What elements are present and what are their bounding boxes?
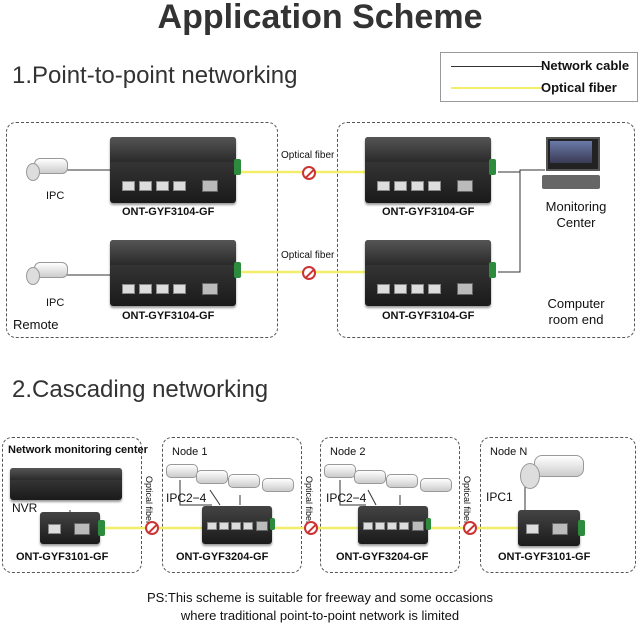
fiber-break-icon [463, 521, 477, 535]
model-3204-node1: ONT-GYF3204-GF [176, 551, 269, 563]
section2-heading: 2.Cascading networking [12, 376, 269, 403]
cable-room2 [498, 169, 545, 273]
note-line2: where traditional point-to-point network… [180, 608, 460, 623]
monitor-computer-icon [542, 137, 602, 193]
network-monitoring-center-label: Network monitoring center [8, 444, 148, 456]
camera-group-icon [166, 462, 296, 496]
note-line1: PS:This scheme is suitable for freeway a… [146, 590, 494, 605]
ont-3204-device-node2 [358, 506, 431, 544]
ont-3101-device-nodeN [518, 510, 585, 546]
optical-fiber-label-1: Optical fiber [281, 150, 335, 161]
ont-device-left-2 [110, 240, 241, 306]
legend-optical-fiber: Optical fiber [541, 80, 617, 95]
device-model-left-1: ONT-GYF3104-GF [122, 206, 215, 218]
camera-group-icon [324, 462, 454, 496]
ont-device-right-1 [365, 137, 496, 203]
fiber-break-icon [302, 266, 316, 280]
ont-3101-device-center [40, 512, 105, 544]
ont-device-right-2 [365, 240, 496, 306]
ipc-label: IPC [46, 297, 65, 309]
device-model-left-2: ONT-GYF3104-GF [122, 310, 215, 322]
node1-box [162, 437, 302, 573]
ont-3204-device-node1 [202, 506, 275, 544]
device-model-right-2: ONT-GYF3104-GF [382, 310, 475, 322]
optical-fiber-label-b: Optical fiber [304, 476, 314, 525]
optical-fiber-label-2: Optical fiber [281, 250, 335, 261]
page-title: Application Scheme [157, 0, 483, 36]
legend-fiber-line [451, 87, 543, 89]
ipc-camera-icon [26, 262, 68, 285]
node1-ipc-label: IPC2−4 [166, 491, 207, 505]
node2-box [320, 437, 460, 573]
device-model-right-1: ONT-GYF3104-GF [382, 206, 475, 218]
model-3204-node2: ONT-GYF3204-GF [336, 551, 429, 563]
node2-ipc-label: IPC2−4 [326, 491, 367, 505]
node2-label: Node 2 [330, 446, 366, 458]
ipc-label: IPC [46, 190, 65, 202]
legend-cable-line [451, 66, 543, 67]
model-3101-center: ONT-GYF3101-GF [16, 551, 109, 563]
computer-room-box [337, 122, 635, 338]
monitoring-center-label: Monitoring Center [545, 199, 607, 230]
remote-label: Remote [13, 317, 59, 332]
nvr-icon [10, 468, 122, 500]
section1-heading: 1.Point-to-point networking [12, 62, 298, 89]
nvr-label: NVR [12, 501, 38, 515]
ipc-camera-icon [520, 455, 584, 489]
network-monitoring-box [2, 437, 142, 573]
optical-fiber-label-a: Optical fiber [144, 476, 154, 525]
ipc-camera-icon [26, 158, 68, 181]
fiber-break-icon [304, 521, 318, 535]
legend-network-cable: Network cable [541, 58, 630, 73]
computer-room-end-label: Computer room end [547, 296, 605, 327]
nodeN-box [480, 437, 636, 573]
fiber-break-icon [145, 521, 159, 535]
remote-box [6, 122, 278, 338]
nodeN-ipc-label: IPC1 [486, 490, 513, 504]
optical-fiber-label-c: Optical fiber [462, 476, 472, 525]
nodeN-label: Node N [490, 446, 528, 458]
legend: Network cable Optical fiber [440, 52, 638, 102]
node1-label: Node 1 [172, 446, 208, 458]
fiber-break-icon [302, 166, 316, 180]
ont-device-left-1 [110, 137, 241, 203]
model-3101-nodeN: ONT-GYF3101-GF [498, 551, 591, 563]
